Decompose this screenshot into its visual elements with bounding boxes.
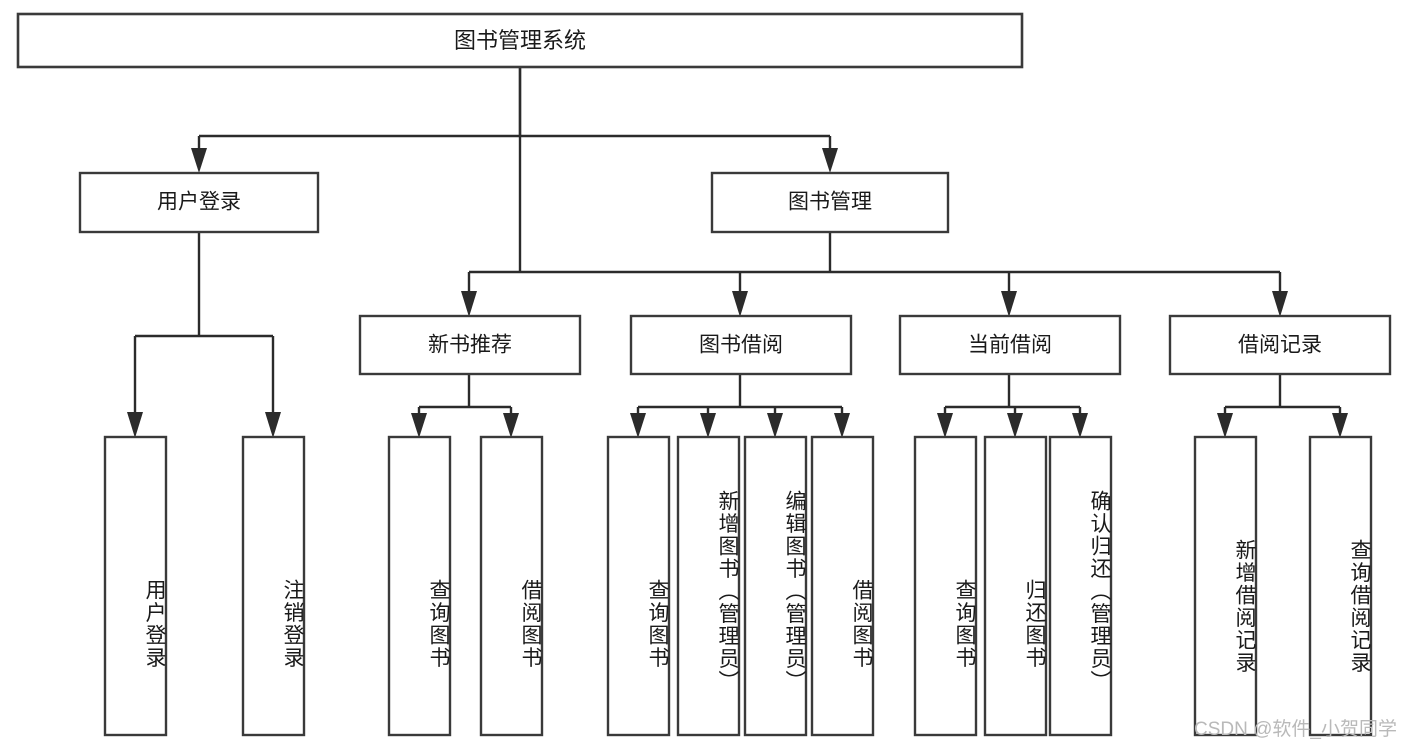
arrowhead-leaf-5 — [630, 413, 646, 438]
node-leaf-3-box[interactable] — [387, 435, 452, 737]
arrowhead-leaf-1 — [127, 412, 143, 438]
node-login-label: 用户登录 — [157, 191, 241, 214]
node-newbook-label: 新书推荐 — [428, 334, 512, 357]
arrowhead-leaf-9 — [937, 413, 953, 438]
node-leaf-13-box[interactable] — [1308, 435, 1373, 737]
arrowhead-leaf-11 — [1072, 413, 1088, 438]
node-current[interactable]: 当前借阅 — [898, 314, 1122, 376]
node-leaf-6-box[interactable] — [676, 435, 741, 737]
arrowhead-login — [191, 148, 207, 173]
arrowhead-leaf-13 — [1332, 413, 1348, 438]
arrowhead-leaf-6 — [700, 413, 716, 438]
arrowhead-borrow — [732, 291, 748, 317]
node-leaf-11-box[interactable] — [1048, 435, 1113, 737]
node-root-label: 图书管理系统 — [454, 28, 586, 53]
node-root[interactable]: 图书管理系统 — [16, 12, 1024, 69]
arrowhead-records — [1272, 291, 1288, 317]
node-bookmgmt[interactable]: 图书管理 — [710, 171, 950, 234]
arrowhead-leaf-10 — [1007, 413, 1023, 438]
arrowhead-leaf-12 — [1217, 413, 1233, 438]
arrowhead-leaf-4 — [503, 413, 519, 438]
node-login[interactable]: 用户登录 — [78, 171, 320, 234]
node-bookmgmt-box[interactable] — [710, 171, 950, 234]
connector-group-borrow — [630, 374, 850, 438]
node-leaf-2-box[interactable] — [241, 435, 306, 737]
arrowhead-bookmgmt — [822, 148, 838, 173]
connector-group-bookmgmt — [461, 232, 1288, 317]
connector-group-root — [191, 67, 838, 272]
node-bookmgmt-label: 图书管理 — [788, 191, 872, 214]
node-login-box[interactable] — [78, 171, 320, 234]
arrowhead-current — [1001, 291, 1017, 317]
node-current-box[interactable] — [898, 314, 1122, 376]
arrowhead-leaf-7 — [767, 413, 783, 438]
node-borrow-label: 图书借阅 — [699, 334, 783, 357]
arrowhead-leaf-2 — [265, 412, 281, 438]
connector-group-records — [1217, 374, 1348, 438]
arrowhead-leaf-3 — [411, 413, 427, 438]
node-leaf-8-box[interactable] — [810, 435, 875, 737]
watermark: CSDN @软件_小贺同学 — [1194, 719, 1397, 740]
connector-group-current — [937, 374, 1088, 438]
connector-group-login — [127, 232, 281, 438]
connector-group-newbook — [411, 374, 519, 438]
node-newbook[interactable]: 新书推荐 — [358, 314, 582, 376]
arrowhead-newbook — [461, 291, 477, 317]
node-leaf-4-box[interactable] — [479, 435, 544, 737]
node-borrow[interactable]: 图书借阅 — [629, 314, 853, 376]
node-records-label: 借阅记录 — [1238, 334, 1322, 357]
node-newbook-box[interactable] — [358, 314, 582, 376]
node-leaf-9-box[interactable] — [913, 435, 978, 737]
node-current-label: 当前借阅 — [968, 334, 1052, 357]
node-root-box[interactable] — [16, 12, 1024, 69]
node-leaf-1-box[interactable] — [103, 435, 168, 737]
arrowhead-leaf-8 — [834, 413, 850, 438]
node-leaf-12-box[interactable] — [1193, 435, 1258, 737]
node-leaf-10-box[interactable] — [983, 435, 1048, 737]
node-borrow-box[interactable] — [629, 314, 853, 376]
node-leaf-5-box[interactable] — [606, 435, 671, 737]
node-records[interactable]: 借阅记录 — [1168, 314, 1392, 376]
node-records-box[interactable] — [1168, 314, 1392, 376]
node-leaf-7-box[interactable] — [743, 435, 808, 737]
